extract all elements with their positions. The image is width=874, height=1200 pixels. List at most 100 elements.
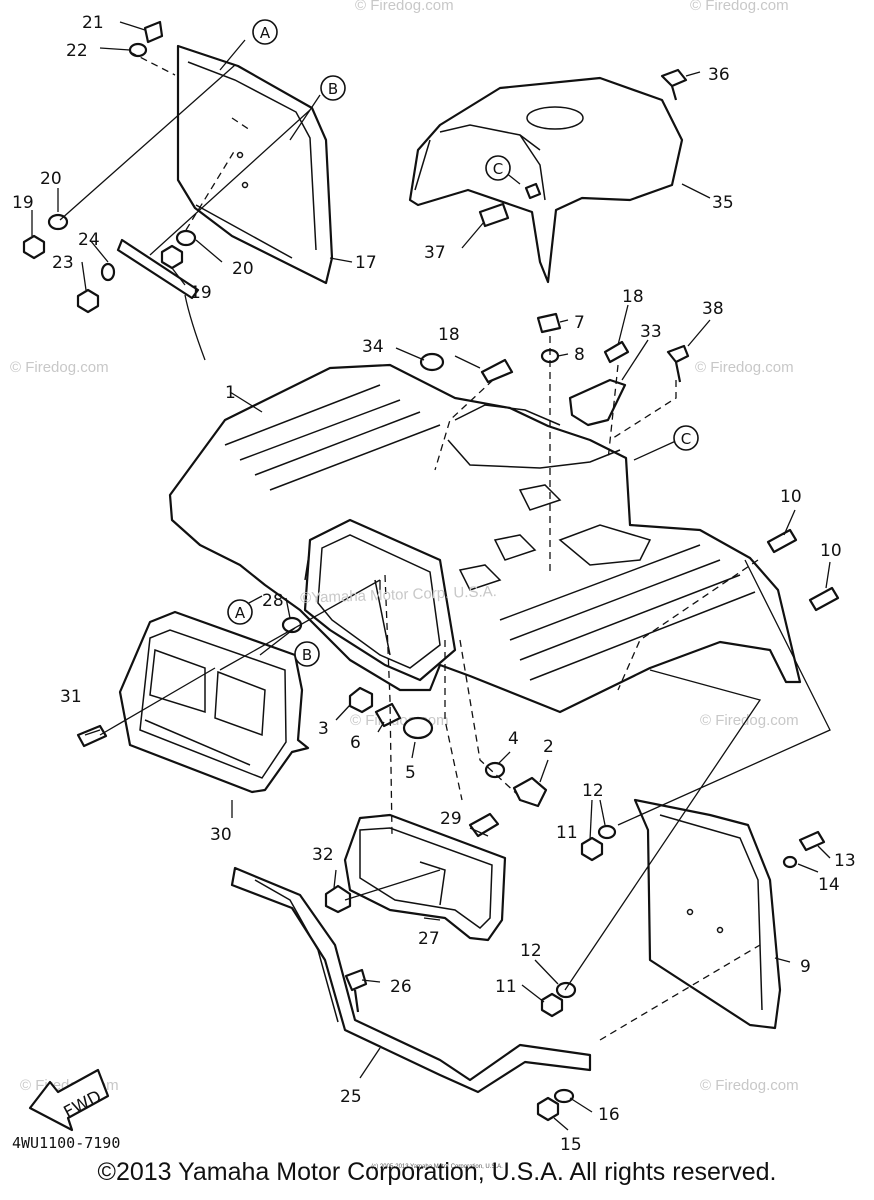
label-23: 23 <box>52 253 74 273</box>
callout-c: C <box>493 160 503 178</box>
copyright-notice: ©2013 Yamaha Motor Corporation, U.S.A. A… <box>97 1158 777 1186</box>
bolt-29 <box>468 812 500 838</box>
label-12: 12 <box>520 941 542 961</box>
part-labels: 21 22 20 19 24 23 20 19 17 1 36 35 37 7 … <box>12 13 856 1155</box>
part-1-dash-frame <box>303 518 457 682</box>
label-26: 26 <box>390 977 412 997</box>
label-35: 35 <box>712 193 734 213</box>
nut-11b <box>540 992 564 1018</box>
callout-c: C <box>681 430 691 448</box>
label-28: 28 <box>262 591 284 611</box>
label-2: 2 <box>543 737 554 757</box>
nut-3 <box>348 686 374 714</box>
part-9-mudguard <box>633 798 782 1030</box>
label-31: 31 <box>60 687 82 707</box>
watermark: © Firedog.com <box>350 712 449 729</box>
label-3: 3 <box>318 719 329 739</box>
label-37: 37 <box>424 243 446 263</box>
label-16: 16 <box>598 1105 620 1125</box>
label-32: 32 <box>312 845 334 865</box>
label-19: 19 <box>190 283 212 303</box>
bolt-2 <box>512 776 548 808</box>
bolt-26 <box>344 968 368 1013</box>
grommet-5 <box>402 716 434 740</box>
bolt-10a <box>766 528 798 554</box>
label-14: 14 <box>818 875 840 895</box>
label-36: 36 <box>708 65 730 85</box>
label-19: 19 <box>12 193 34 213</box>
watermark: © Firedog.com <box>690 0 789 14</box>
washer-24 <box>100 262 116 282</box>
watermark: © Firedog.com <box>10 359 109 376</box>
center-watermark: ©Yamaha Motor Corp. U.S.A. <box>300 583 497 607</box>
label-33: 33 <box>640 322 662 342</box>
assembly-lines-solid <box>59 64 831 991</box>
nut-19a <box>22 234 46 260</box>
screw-31 <box>76 724 108 748</box>
callout-b: B <box>328 80 338 98</box>
label-25: 25 <box>340 1087 362 1107</box>
label-12: 12 <box>582 781 604 801</box>
bolt-13 <box>798 830 826 852</box>
callouts: A B C C A B <box>227 19 699 667</box>
label-22: 22 <box>66 41 88 61</box>
nut-32 <box>324 884 352 914</box>
label-30: 30 <box>210 825 232 845</box>
washer-20a <box>47 213 69 231</box>
fwd-arrow-icon <box>28 1068 110 1132</box>
drawing-code: 4WU1100-7190 <box>12 1134 120 1152</box>
label-5: 5 <box>405 763 416 783</box>
leader-lines <box>31 21 831 1131</box>
label-17: 17 <box>355 253 377 273</box>
nut-19b <box>160 244 184 270</box>
label-27: 27 <box>418 929 440 949</box>
watermark: © Firedog.com <box>695 359 794 376</box>
label-21: 21 <box>82 13 104 33</box>
screw-38 <box>666 344 690 383</box>
screw-36 <box>660 68 688 101</box>
label-10: 10 <box>780 487 802 507</box>
callout-a: A <box>260 24 271 42</box>
plug-34 <box>419 352 445 372</box>
small-print: (c) 2005-2013 Yamaha Motor Corporation, … <box>371 1164 503 1170</box>
nut-22 <box>128 42 148 58</box>
bolt-10b <box>808 586 840 612</box>
bolt-7 <box>536 312 562 334</box>
left-bracket-wire <box>184 294 206 361</box>
washer-20b <box>175 229 197 247</box>
part-25-bracket <box>230 866 592 1094</box>
callout-b: B <box>302 646 312 664</box>
part-37-clip <box>478 202 510 228</box>
label-9: 9 <box>800 957 811 977</box>
label-7: 7 <box>574 313 585 333</box>
watermark: © Firedog.com <box>700 712 799 729</box>
label-34: 34 <box>362 337 384 357</box>
collar-6 <box>374 702 402 728</box>
washer-12a <box>597 824 617 840</box>
washer-12b <box>555 981 577 999</box>
label-11: 11 <box>495 977 517 997</box>
label-10: 10 <box>820 541 842 561</box>
label-15: 15 <box>560 1135 582 1155</box>
bolt-18a <box>603 340 630 364</box>
label-24: 24 <box>78 230 100 250</box>
part-17-left-panel <box>176 44 334 285</box>
watermark: © Firedog.com <box>355 0 454 14</box>
part-27-light-housing <box>343 813 507 942</box>
label-29: 29 <box>440 809 462 829</box>
part-37-clip-upper <box>524 182 542 200</box>
part-30-headlight-bezel <box>118 610 310 794</box>
part-33-pad <box>568 378 627 427</box>
label-13: 13 <box>834 851 856 871</box>
left-bracket-plate <box>116 238 200 300</box>
label-1: 1 <box>225 383 236 403</box>
watermark: © Firedog.com <box>700 1077 799 1094</box>
label-38: 38 <box>702 299 724 319</box>
assembly-lines <box>129 51 761 1041</box>
washer-4 <box>484 761 506 779</box>
label-11: 11 <box>556 823 578 843</box>
label-6: 6 <box>350 733 361 753</box>
nut-11a <box>580 836 604 862</box>
label-4: 4 <box>508 729 519 749</box>
